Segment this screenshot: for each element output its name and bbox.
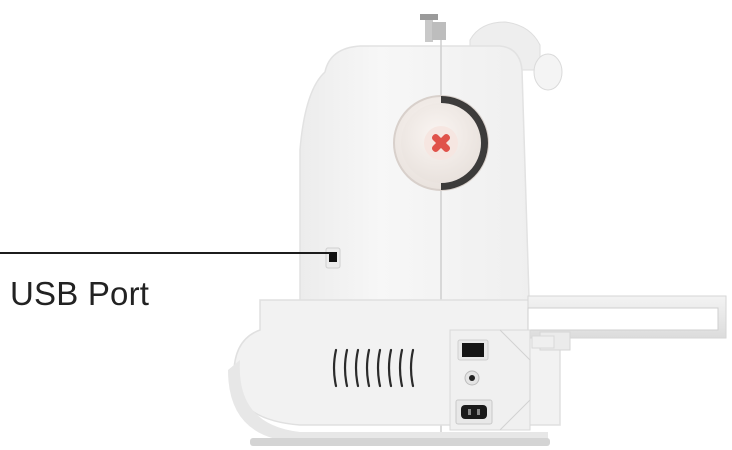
free-arm [528,296,726,350]
spool-pin [420,14,446,42]
foot-pedal-jack-icon[interactable] [465,371,479,385]
power-switch-icon[interactable] [458,340,488,360]
power-socket-icon[interactable] [456,400,492,424]
handwheel [394,96,488,190]
usb-port-leader-line [0,252,330,254]
machine-head [300,46,530,330]
usb-port-label: USB Port [10,275,149,313]
usb-port-icon[interactable] [326,248,340,268]
